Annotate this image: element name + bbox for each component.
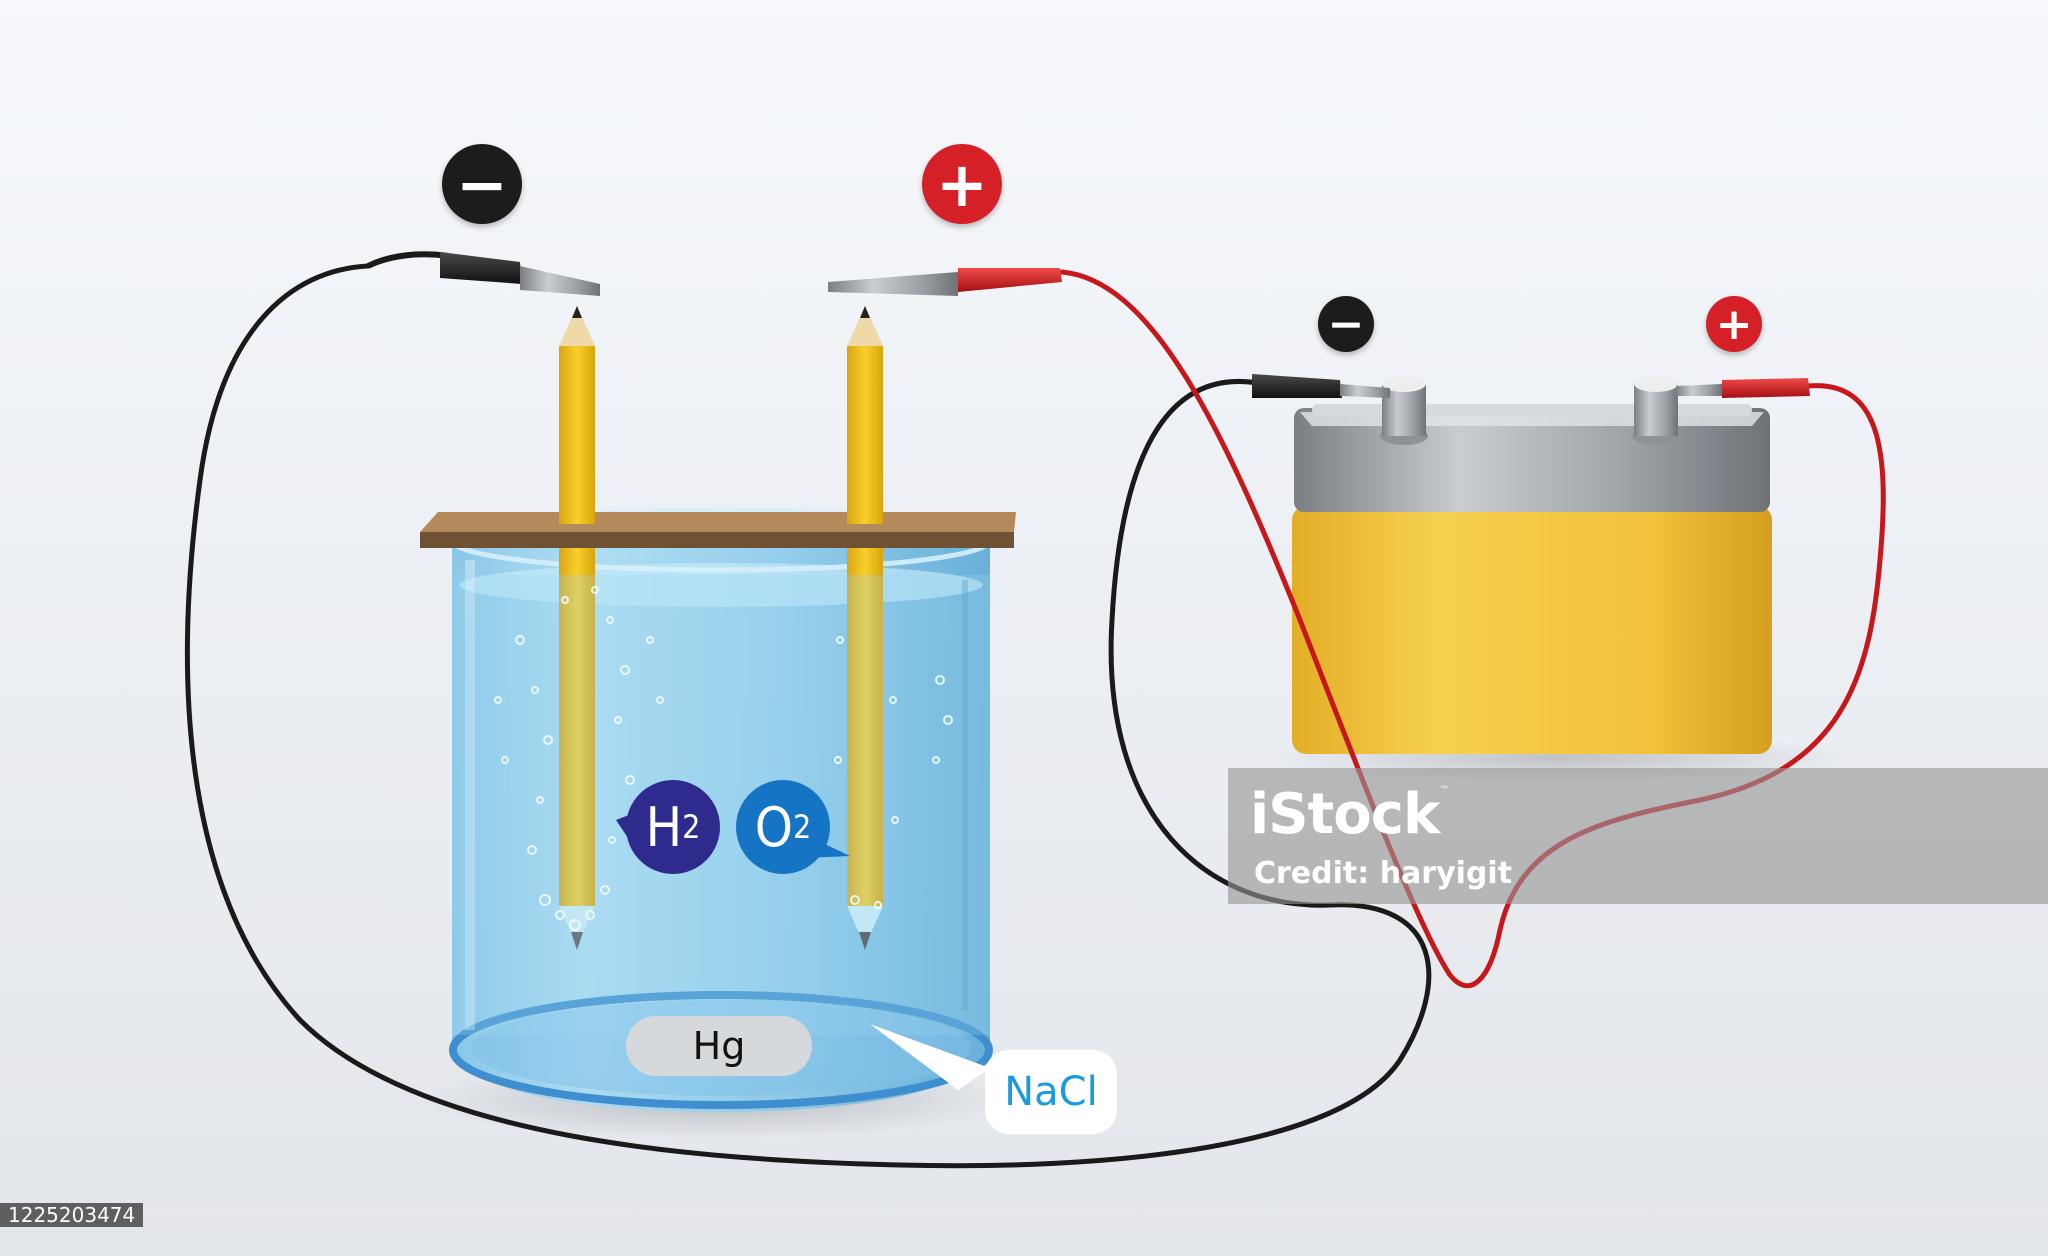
- red-wire-loop: [1059, 269, 1886, 989]
- black-wire-to-battery: [184, 263, 1432, 1169]
- cathode-negative-sign: −: [442, 144, 522, 224]
- cathode-pencil: [559, 306, 595, 950]
- gas-bubbles: [494, 586, 953, 931]
- hydrogen-symbol: H: [645, 795, 683, 859]
- red-clip-anode: [828, 268, 1062, 296]
- image-id-badge: 1225203474: [0, 1203, 144, 1227]
- beaker-bottom: [449, 991, 993, 1109]
- watermark-brand: iStock™: [1250, 782, 1449, 847]
- battery-positive-terminal: [1632, 376, 1680, 445]
- anode-positive-sign: +: [922, 144, 1002, 224]
- oxygen-subscript: 2: [792, 808, 812, 846]
- battery-positive-sign: +: [1706, 296, 1762, 352]
- watermark-credit: Credit: haryigit: [1254, 856, 1513, 891]
- red-clip-battery: [1676, 378, 1810, 398]
- hydrogen-subscript: 2: [682, 808, 701, 846]
- black-clip-battery: [1252, 374, 1390, 398]
- electrode-holder: [420, 490, 1016, 548]
- watermark-trademark: ™: [1439, 785, 1449, 796]
- electrolyte-label: NaCl: [985, 1050, 1117, 1134]
- battery-negative-sign: −: [1318, 296, 1374, 352]
- watermark-brand-text: iStock: [1250, 782, 1440, 847]
- black-clip-cathode: [366, 251, 600, 296]
- mercury-label: Hg: [626, 1016, 812, 1076]
- oxygen-symbol: O: [754, 795, 793, 859]
- battery: [1292, 376, 1772, 754]
- stock-watermark: iStock™ Credit: haryigit: [1228, 768, 2048, 904]
- battery-negative-terminal: [1380, 376, 1428, 445]
- anode-pencil: [847, 306, 883, 950]
- battery-body: [1292, 506, 1772, 754]
